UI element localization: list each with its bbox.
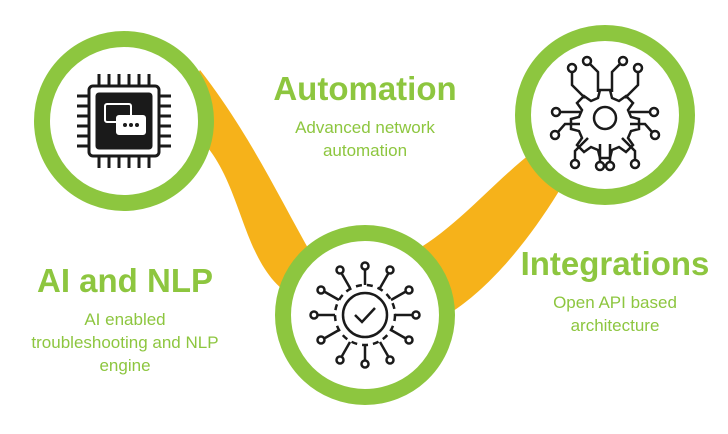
node-gear-circle xyxy=(515,25,695,205)
gear-circuit-icon xyxy=(549,55,661,172)
feature-ai-nlp: AI and NLP AI enabled troubleshooting an… xyxy=(5,262,245,377)
feature-title: Automation xyxy=(273,70,457,107)
feature-description: Advanced network automation xyxy=(240,116,490,162)
feature-description: Open API based architecture xyxy=(505,291,725,337)
node-chip-circle xyxy=(34,31,214,211)
description-line: Open API based xyxy=(553,293,677,312)
description-line: automation xyxy=(322,141,408,160)
description-line: Advanced network xyxy=(295,118,435,137)
node-check-circle xyxy=(275,225,455,405)
node-check xyxy=(270,220,460,410)
chip-chat-icon xyxy=(77,74,171,168)
description-line: troubleshooting and NLP xyxy=(31,333,219,352)
feature-integrations: Integrations Open API based architecture xyxy=(505,245,725,337)
feature-description: AI enabled troubleshooting and NLP engin… xyxy=(5,308,245,377)
check-gear-circuit-icon xyxy=(309,261,421,369)
feature-title: Integrations xyxy=(520,245,710,282)
feature-title: AI and NLP xyxy=(36,262,213,299)
description-line: architecture xyxy=(570,316,660,335)
feature-automation: Automation Advanced network automation xyxy=(240,70,490,162)
description-line: engine xyxy=(99,356,151,375)
description-line: AI enabled xyxy=(84,310,166,329)
node-chip xyxy=(29,26,219,216)
node-gear xyxy=(510,20,700,210)
